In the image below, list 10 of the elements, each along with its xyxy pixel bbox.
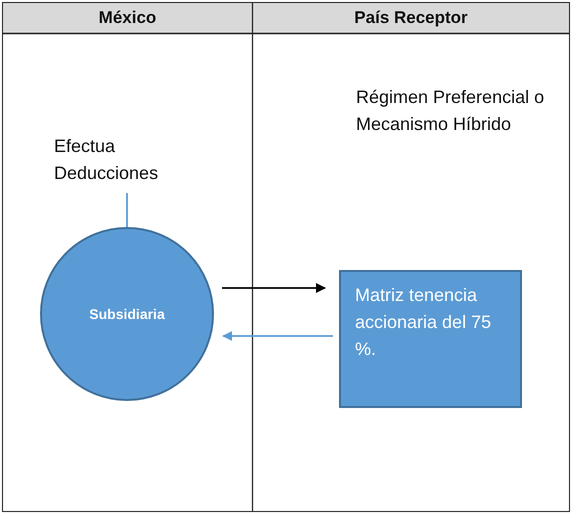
process-box — [339, 270, 522, 408]
node-label: Subsidiaria — [89, 306, 165, 322]
column-header: País Receptor — [353, 7, 469, 29]
arrow — [222, 283, 326, 293]
node-text: Efectua Deducciones — [54, 133, 194, 187]
arrow — [222, 331, 333, 341]
column-header: México — [98, 7, 158, 29]
node-label: Matriz tenencia accionaria del 75 %. — [355, 284, 492, 361]
note-text: Régimen Preferencial o Mecanismo Híbrido — [356, 86, 546, 136]
leader-line — [126, 193, 128, 227]
